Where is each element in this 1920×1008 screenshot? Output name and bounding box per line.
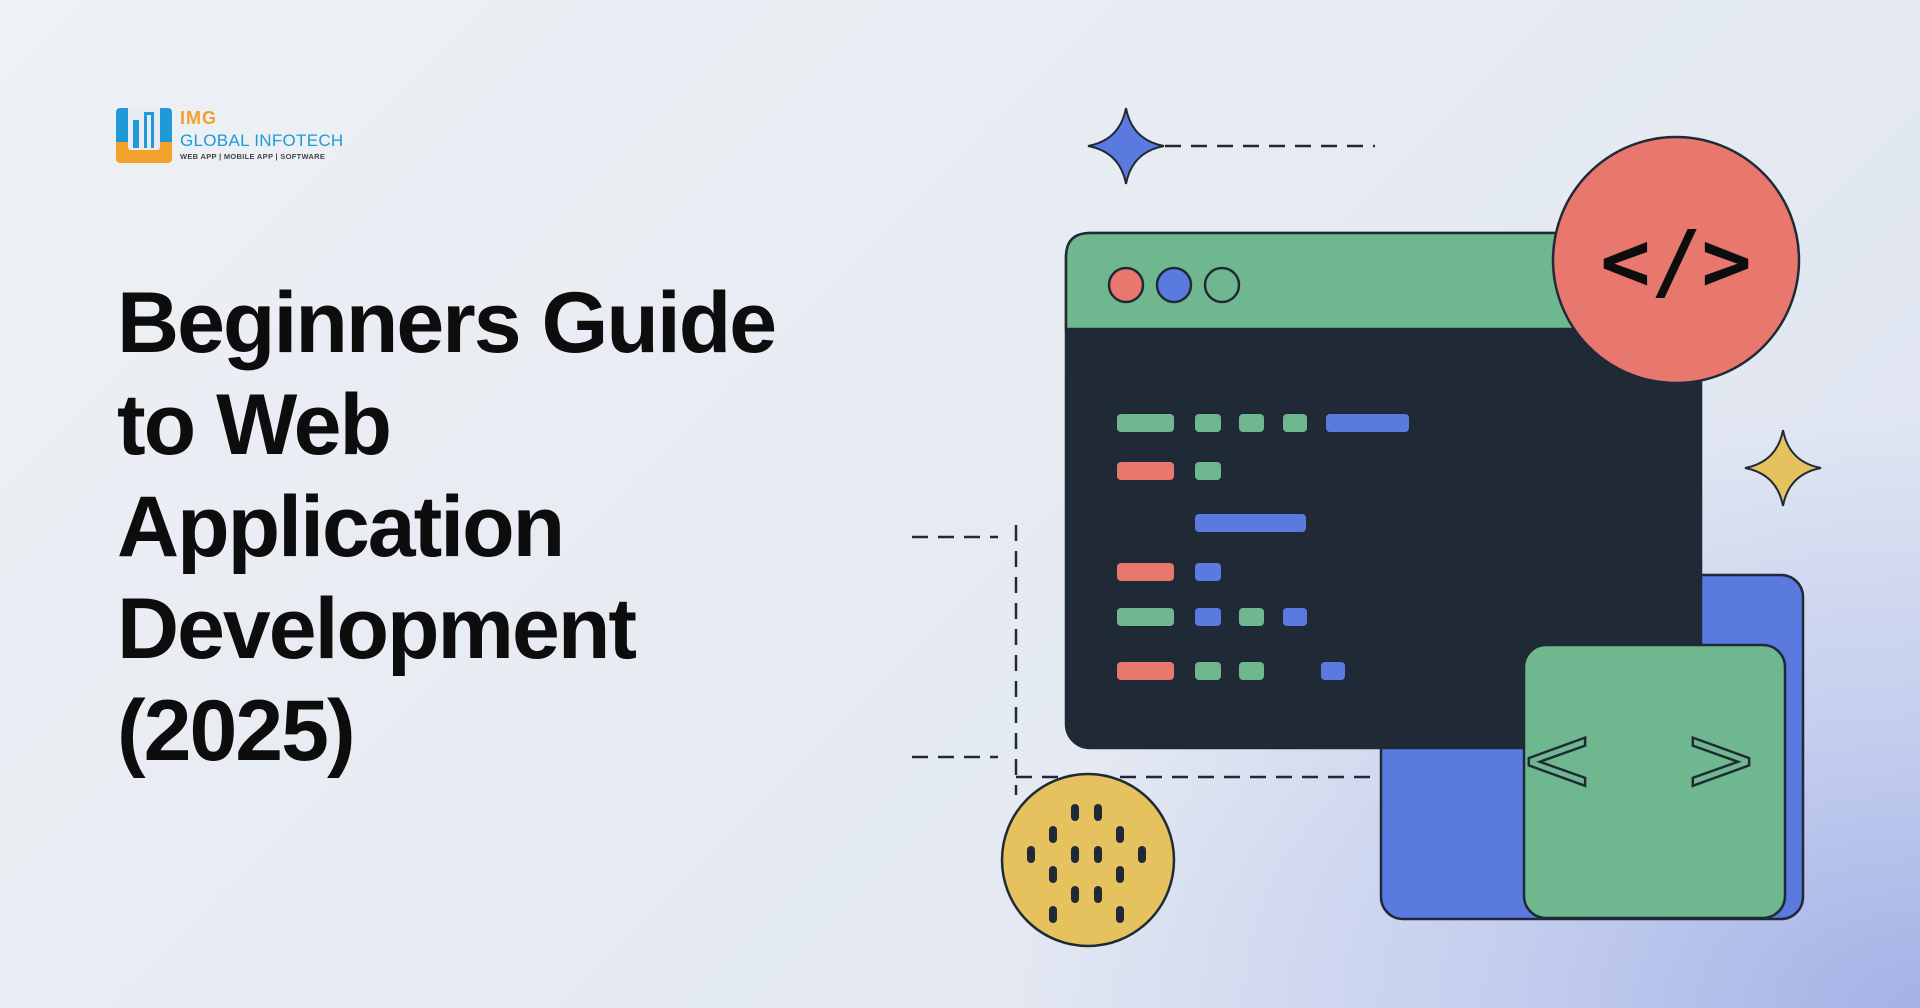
code-lines: [1117, 414, 1409, 680]
window-dot-green: [1203, 266, 1241, 304]
logo-name: GLOBAL INFOTECH: [180, 131, 344, 150]
title-line: (2025): [117, 683, 356, 779]
blue-sparkle-icon: [1087, 107, 1165, 185]
page-title: Beginners Guide to Web Application Devel…: [117, 272, 777, 782]
company-logo: IMG GLOBAL INFOTECH WEB APP | MOBILE APP…: [116, 108, 356, 164]
angle-brackets-icon: < >: [1519, 707, 1788, 812]
logo-mark-icon: [116, 108, 172, 163]
code-card: < >: [1518, 643, 1788, 920]
title-line: Application: [117, 479, 565, 575]
window-dot-red: [1107, 266, 1145, 304]
code-window: [1064, 231, 1703, 750]
code-badge-circle: </>: [1551, 135, 1801, 385]
window-dot-blue: [1155, 266, 1193, 304]
title-line: Development: [117, 581, 637, 677]
yellow-sparkle-icon: [1744, 429, 1822, 507]
logo-brand: IMG: [180, 108, 217, 128]
title-line: Beginners Guide: [117, 275, 777, 371]
logo-tagline: WEB APP | MOBILE APP | SOFTWARE: [180, 152, 326, 161]
code-tag-icon: </>: [1600, 212, 1752, 310]
title-line: to Web: [117, 377, 392, 473]
yellow-dot-circle: [1000, 772, 1176, 948]
